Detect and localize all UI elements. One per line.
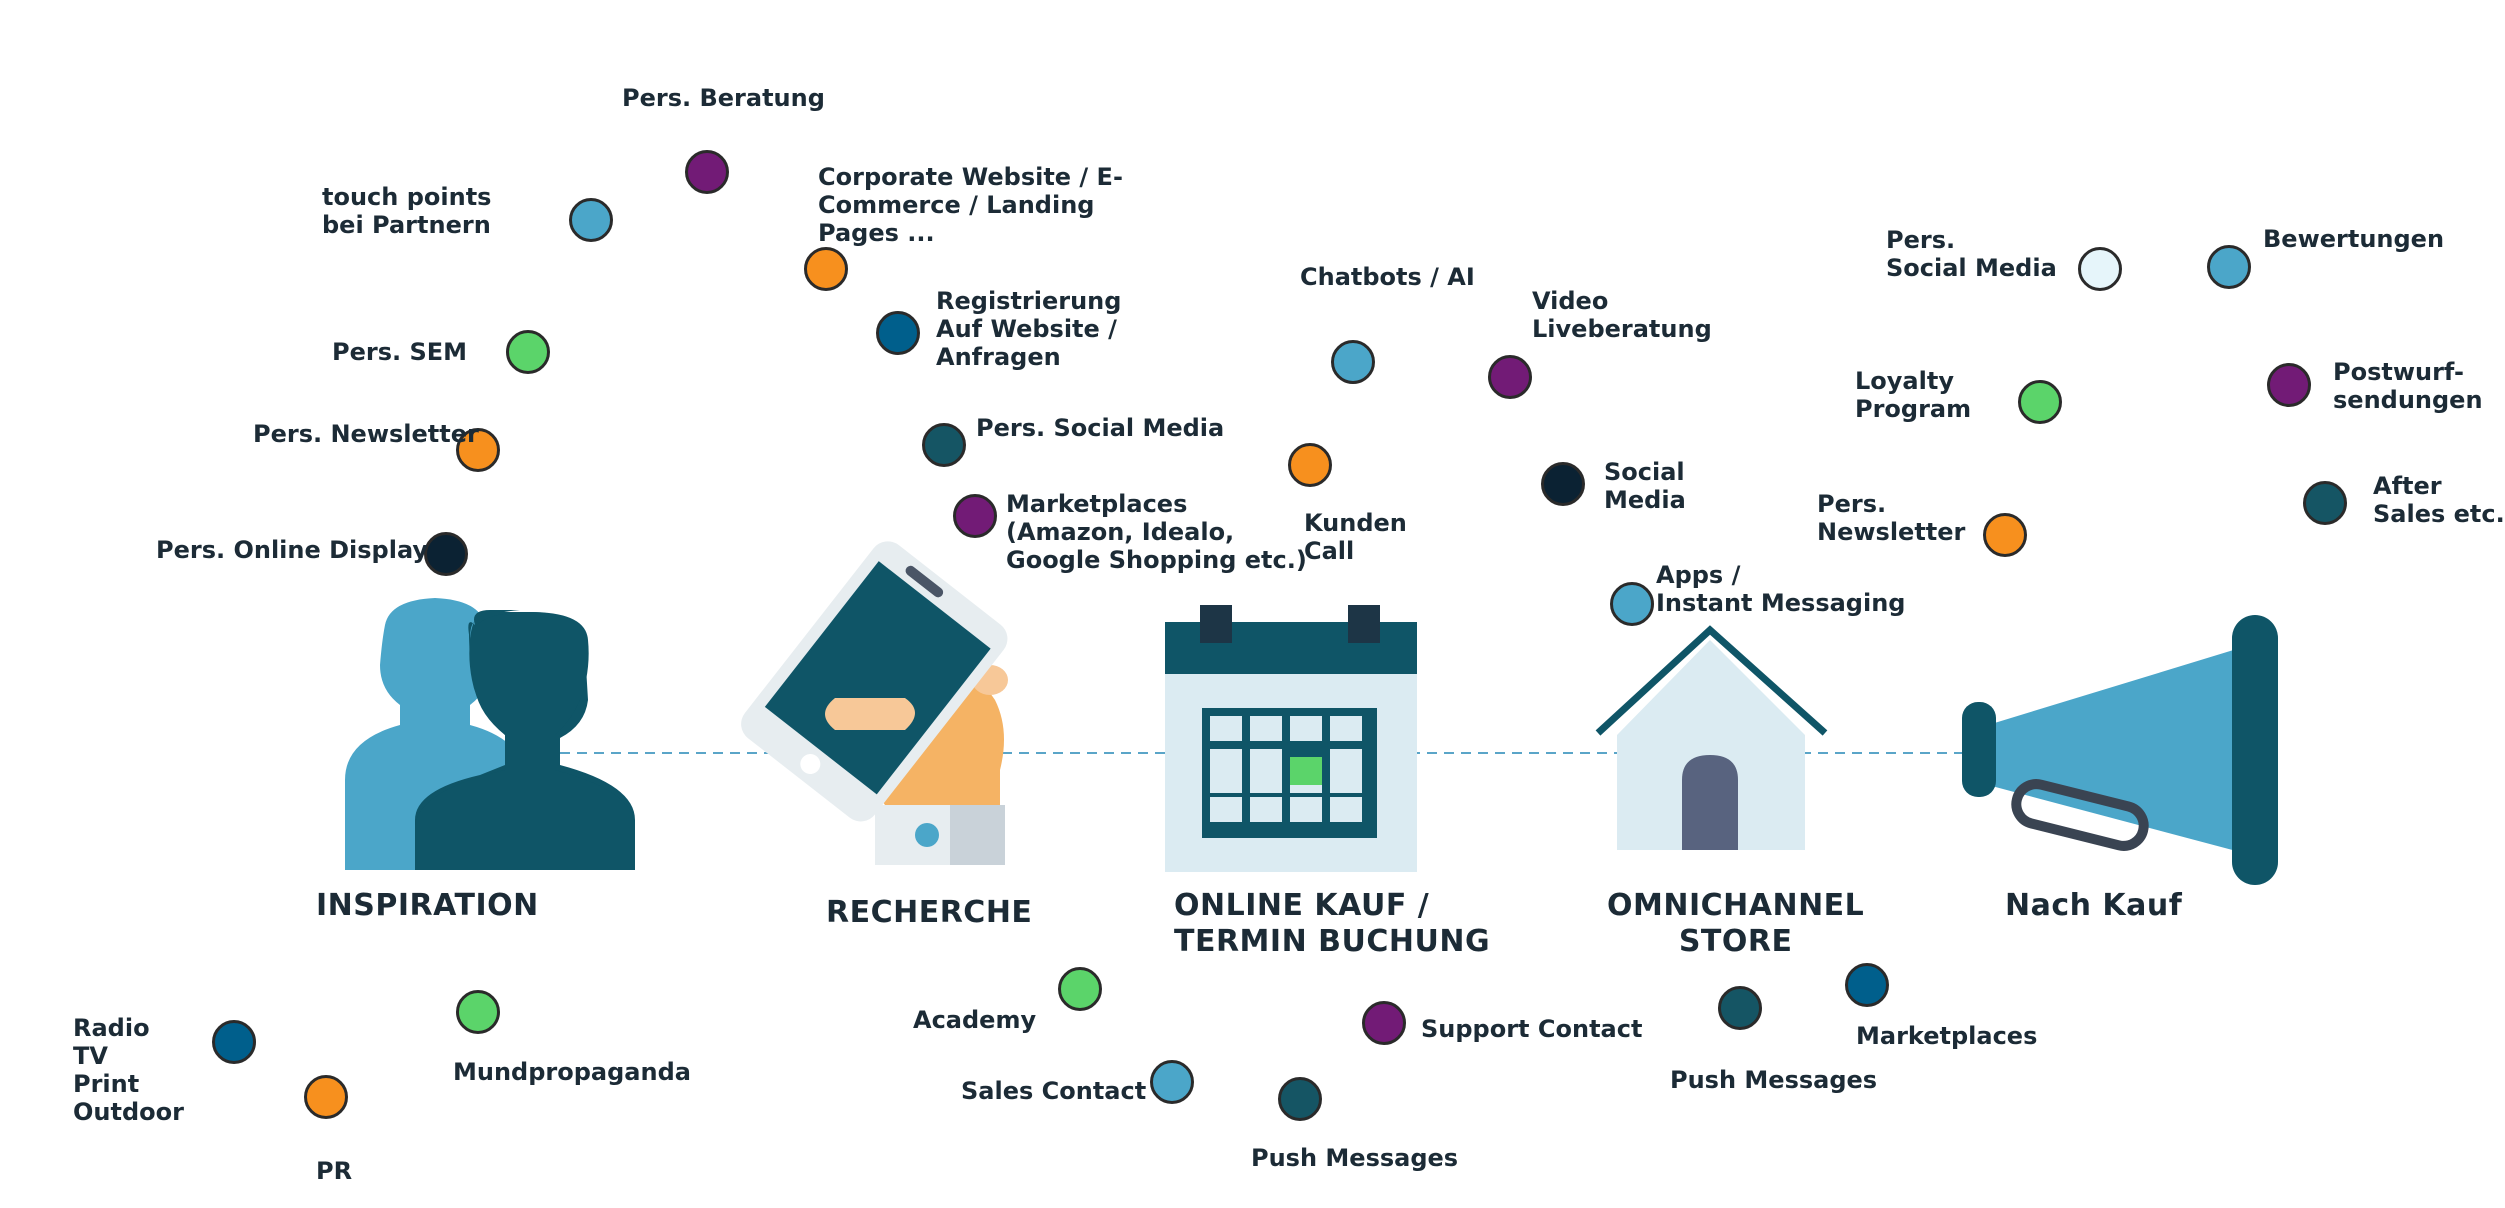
touchpoint-label-pers-newsletter-2: Pers. Newsletter [1817,490,1966,546]
house-icon [1595,625,1828,850]
touchpoint-label-kunden-call: Kunden Call [1304,509,1407,565]
touchpoint-label-video: Video Liveberatung [1532,287,1712,343]
touchpoint-label-after-sales: After Sales etc. [2373,472,2505,528]
touchpoint-dot [304,1075,348,1119]
touchpoint-label-loyalty: Loyalty Program [1855,367,1972,423]
stage-title-inspiration: INSPIRATION [316,888,539,923]
touchpoint-dot [1362,1001,1406,1045]
touchpoint-dot [1541,462,1585,506]
touchpoint-label-postwurf: Postwurf- sendungen [2333,358,2483,414]
touchpoint-dot [1288,443,1332,487]
touchpoint-label-pers-online-display: Pers. Online Display [156,536,429,564]
touchpoint-dot [569,198,613,242]
touchpoint-dot [1845,963,1889,1007]
hand-phone-icon [741,541,1008,865]
touchpoint-label-support-contact: Support Contact [1421,1015,1643,1043]
touchpoint-label-bewertungen: Bewertungen [2263,225,2445,253]
touchpoint-dot [2207,245,2251,289]
touchpoint-dot [424,532,468,576]
touchpoint-dot [456,428,500,472]
touchpoint-dot [2267,363,2311,407]
touchpoint-label-chatbots: Chatbots / AI [1300,263,1475,291]
stage-title-nach-kauf: Nach Kauf [2005,888,2183,923]
touchpoint-dot [212,1020,256,1064]
touchpoint-label-pr: PR [316,1157,353,1185]
touchpoint-label-apps: Apps / Instant Messaging [1656,561,1906,617]
touchpoint-dot [506,330,550,374]
stage-title-omnichannel: OMNICHANNEL STORE [1607,888,1865,959]
stage-title-recherche: RECHERCHE [826,895,1033,930]
touchpoint-dot [1488,355,1532,399]
touchpoint-dot [1150,1060,1194,1104]
touchpoint-dot [953,494,997,538]
touchpoint-label-registrierung: Registrierung Auf Website / Anfragen [936,287,1122,371]
touchpoint-dot [685,150,729,194]
touchpoint-dot [1610,582,1654,626]
stage-title-online-kauf: ONLINE KAUF / TERMIN BUCHUNG [1174,888,1491,959]
touchpoint-dot [1331,340,1375,384]
megaphone-icon [1962,615,2278,885]
touchpoint-dot [1718,986,1762,1030]
touchpoint-label-social-media: Social Media [1604,458,1686,514]
touchpoint-label-marketplaces-long: Marketplaces (Amazon, Idealo, Google Sho… [1006,490,1307,574]
touchpoint-dot [804,247,848,291]
touchpoint-dot [1983,513,2027,557]
touchpoint-label-sales-contact: Sales Contact [961,1077,1147,1105]
touchpoint-dot [456,990,500,1034]
touchpoint-label-pers-sem: Pers. SEM [332,338,468,366]
touchpoint-dot [876,311,920,355]
touchpoint-label-pers-social-media: Pers. Social Media [976,414,1225,442]
touchpoint-label-mundpropaganda: Mundpropaganda [453,1058,691,1086]
touchpoint-dot [2303,481,2347,525]
touchpoint-dot [1278,1077,1322,1121]
touchpoint-dot [2018,380,2062,424]
touchpoint-label-corporate-website: Corporate Website / E- Commerce / Landin… [818,163,1123,247]
touchpoint-label-touch-points-partner: touch points bei Partnern [322,183,492,239]
touchpoint-dot [922,423,966,467]
touchpoint-label-pers-newsletter: Pers. Newsletter [253,420,479,448]
touchpoint-label-pers-beratung: Pers. Beratung [622,84,825,112]
touchpoint-label-push-messages: Push Messages [1251,1144,1459,1172]
touchpoint-dot [1058,967,1102,1011]
touchpoint-label-pers-social-media-2: Pers. Social Media [1886,226,2057,282]
touchpoint-label-marketplaces: Marketplaces [1856,1022,2038,1050]
touchpoint-label-academy: Academy [913,1006,1037,1034]
touchpoint-dot [2078,247,2122,291]
calendar-icon [1165,605,1417,872]
people-icon [345,598,635,870]
touchpoint-label-radio: Radio TV Print Outdoor [73,1014,184,1126]
touchpoint-label-push-messages-2: Push Messages [1670,1066,1878,1094]
